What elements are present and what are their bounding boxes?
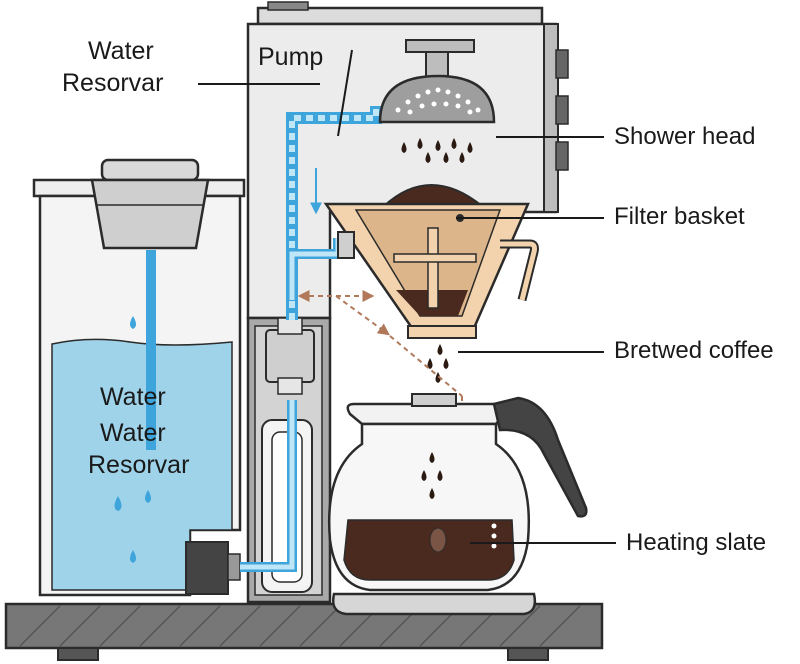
shower-head-label: Shower head — [614, 123, 756, 150]
water-stream — [146, 250, 156, 450]
shower-head — [378, 39, 496, 124]
coffee-drops-shower — [401, 138, 473, 163]
filter-basket — [323, 184, 539, 339]
brewed-coffee-drops — [427, 344, 449, 383]
leader-lines — [198, 49, 616, 544]
water-reservoir-label-line2: Resorvar — [62, 69, 164, 97]
heating-plate — [332, 592, 537, 616]
coffee-carafe — [328, 393, 588, 592]
filter-basket-label: Filter basket — [614, 203, 745, 230]
one-way-valve — [265, 317, 315, 395]
carafe-drops — [421, 452, 443, 499]
heating-plate-label: Heating slate — [626, 529, 767, 556]
water-reservoir-label-line1: Water — [88, 37, 154, 65]
tank-label-line1: Water — [100, 383, 166, 411]
tank-label-line2: Water — [100, 419, 166, 447]
pump-label: Pump — [258, 43, 324, 71]
brewed-coffee-label: Bretwed coffee — [614, 337, 774, 364]
tank-label-line3: Resorvar — [88, 451, 190, 479]
reservoir-lid — [90, 158, 210, 250]
tank-outlet-valve — [185, 541, 241, 595]
